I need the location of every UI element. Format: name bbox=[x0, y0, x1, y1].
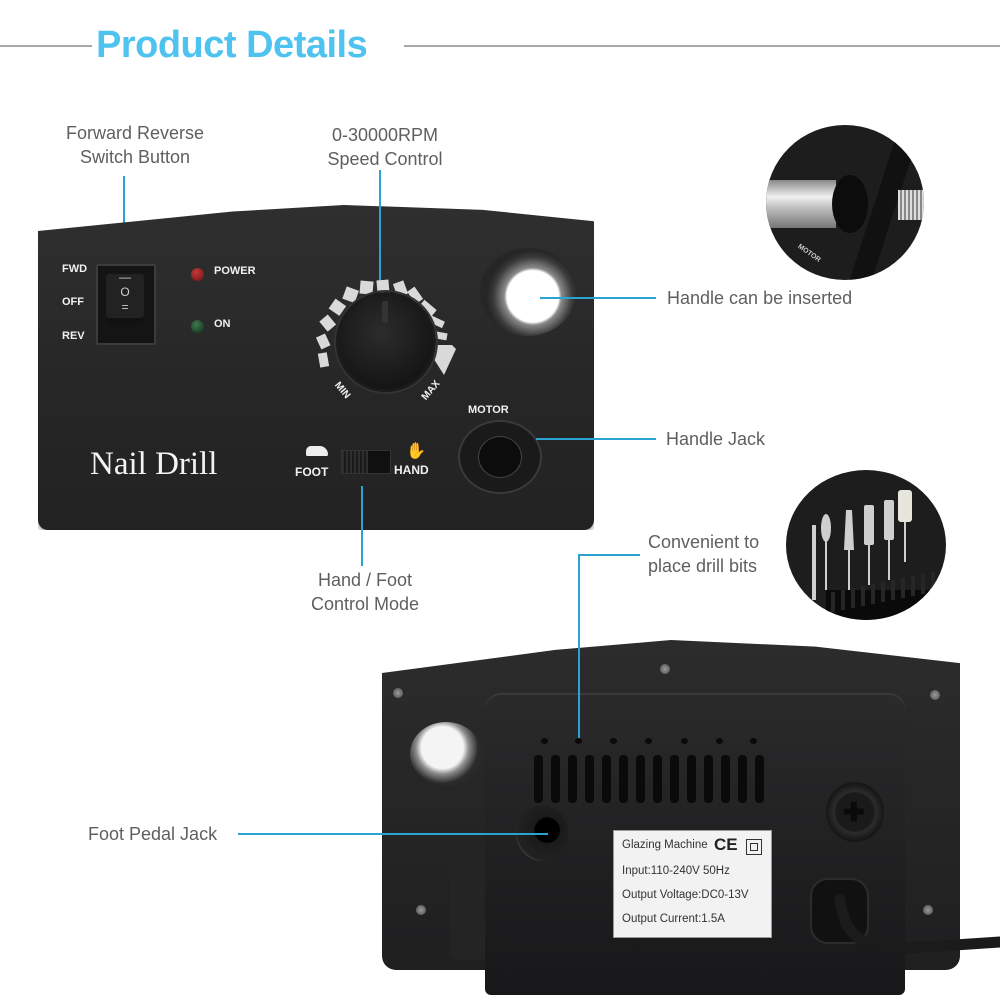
leader-speed-control bbox=[379, 170, 381, 290]
leader-foot-pedal bbox=[238, 833, 548, 835]
plate-output-voltage: Output Voltage:DC0-13V bbox=[622, 889, 749, 901]
brand-label: Nail Drill bbox=[90, 446, 218, 482]
vent-slot bbox=[653, 755, 662, 803]
leader-forward-reverse bbox=[123, 176, 125, 260]
on-label: ON bbox=[214, 318, 231, 330]
vent-slot bbox=[585, 755, 594, 803]
leader-handle-inserted bbox=[540, 297, 656, 299]
rocker-symbol-mid: O bbox=[120, 285, 130, 299]
callout-speed-control: 0-30000RPM Speed Control bbox=[305, 123, 465, 171]
leader-drill-bits-v bbox=[578, 554, 580, 740]
hand-icon: ✋ bbox=[406, 443, 426, 460]
slide-knob bbox=[342, 451, 368, 473]
fuse-holder[interactable] bbox=[826, 782, 884, 842]
callout-handle-inserted: Handle can be inserted bbox=[667, 288, 853, 308]
foot-icon bbox=[306, 446, 328, 456]
drill-bits-icon bbox=[812, 490, 946, 620]
speed-control-knob[interactable] bbox=[336, 292, 436, 392]
handle-holder-hole bbox=[480, 248, 576, 336]
spring-cord bbox=[898, 190, 924, 220]
screw-icon bbox=[393, 688, 403, 698]
leader-drill-bits-h bbox=[578, 554, 640, 556]
chrome-handle bbox=[766, 180, 836, 228]
vent-dot bbox=[610, 738, 617, 744]
hand-foot-slide-switch[interactable] bbox=[341, 450, 391, 474]
callout-forward-reverse-line2: Switch Button bbox=[79, 147, 191, 167]
on-led-icon bbox=[191, 320, 204, 333]
foot-label: FOOT bbox=[295, 465, 329, 479]
vent-dot bbox=[681, 738, 688, 744]
switch-label-fwd: FWD bbox=[62, 263, 88, 275]
vent-dot bbox=[645, 738, 652, 744]
switch-label-rev: REV bbox=[62, 330, 85, 342]
callout-forward-reverse-line1: Forward Reverse bbox=[65, 123, 205, 143]
rocker-symbol-top: — bbox=[119, 270, 131, 284]
vent-slot bbox=[721, 755, 730, 803]
vent-slot bbox=[551, 755, 560, 803]
vent-slot bbox=[619, 755, 628, 803]
plate-title: Glazing Machine bbox=[622, 839, 708, 851]
handle-inserted-photo: MOTOR bbox=[766, 125, 924, 280]
vent-slot bbox=[755, 755, 764, 803]
rocker-face: — O = bbox=[106, 270, 144, 324]
callout-hand-foot-line1: Hand / Foot bbox=[317, 570, 413, 590]
vent-dot bbox=[750, 738, 757, 744]
callout-handle-jack: Handle Jack bbox=[666, 429, 766, 449]
handle-socket bbox=[832, 175, 868, 233]
leader-hand-foot bbox=[361, 486, 363, 566]
back-handle-hole bbox=[410, 722, 482, 786]
callout-speed-line1: 0-30000RPM bbox=[331, 125, 439, 145]
screw-icon bbox=[923, 905, 933, 915]
plate-input: Input:110-240V 50Hz bbox=[622, 865, 730, 877]
speed-scale-icon bbox=[315, 279, 456, 375]
callout-speed-line2: Speed Control bbox=[327, 149, 443, 169]
header-rule-right bbox=[404, 45, 1000, 47]
motor-label: MOTOR bbox=[468, 404, 509, 416]
power-label: POWER bbox=[214, 265, 256, 277]
callout-drill-bits: Convenient to place drill bits bbox=[648, 530, 759, 578]
rocker-symbol-bottom: = bbox=[121, 300, 129, 314]
vent-dot bbox=[716, 738, 723, 744]
fuse-cross-icon: ✚ bbox=[843, 797, 865, 827]
vent-dot bbox=[541, 738, 548, 744]
hand-label: HAND bbox=[394, 463, 429, 477]
double-insulation-icon bbox=[746, 839, 762, 855]
detail-motor-text: MOTOR bbox=[796, 243, 822, 264]
vent-slot bbox=[687, 755, 696, 803]
switch-label-off: OFF bbox=[62, 296, 84, 308]
vent-slot bbox=[602, 755, 611, 803]
page-title: Product Details bbox=[96, 24, 368, 66]
callout-hand-foot-line2: Control Mode bbox=[310, 594, 420, 614]
screw-icon bbox=[416, 905, 426, 915]
vent-slot bbox=[704, 755, 713, 803]
motor-pins bbox=[478, 436, 522, 478]
drill-bits-photo bbox=[786, 470, 946, 620]
power-led-icon bbox=[191, 268, 204, 281]
vent-slot bbox=[534, 755, 543, 803]
handle-jack-port[interactable] bbox=[458, 420, 542, 494]
callout-drill-bits-line1: Convenient to bbox=[648, 532, 760, 552]
power-cord bbox=[834, 894, 1000, 954]
plate-output-current: Output Current:1.5A bbox=[622, 913, 725, 925]
callout-forward-reverse: Forward Reverse Switch Button bbox=[50, 121, 220, 169]
leader-handle-jack bbox=[536, 438, 656, 440]
forward-reverse-rocker-switch[interactable]: — O = bbox=[96, 264, 156, 345]
callout-hand-foot: Hand / Foot Control Mode bbox=[285, 568, 445, 616]
header-rule-left bbox=[0, 45, 92, 47]
screw-icon bbox=[660, 664, 670, 674]
callout-drill-bits-line2: place drill bits bbox=[648, 556, 758, 576]
vent-slot bbox=[738, 755, 747, 803]
ce-mark: CE bbox=[714, 835, 738, 854]
callout-foot-pedal: Foot Pedal Jack bbox=[88, 824, 218, 844]
vent-slot bbox=[670, 755, 679, 803]
spec-label-plate: Glazing Machine CE Input:110-240V 50Hz O… bbox=[613, 830, 772, 938]
knob-pointer bbox=[382, 301, 388, 323]
vent-dot bbox=[575, 738, 582, 744]
vent-slot bbox=[636, 755, 645, 803]
vent-slot bbox=[568, 755, 577, 803]
screw-icon bbox=[930, 690, 940, 700]
